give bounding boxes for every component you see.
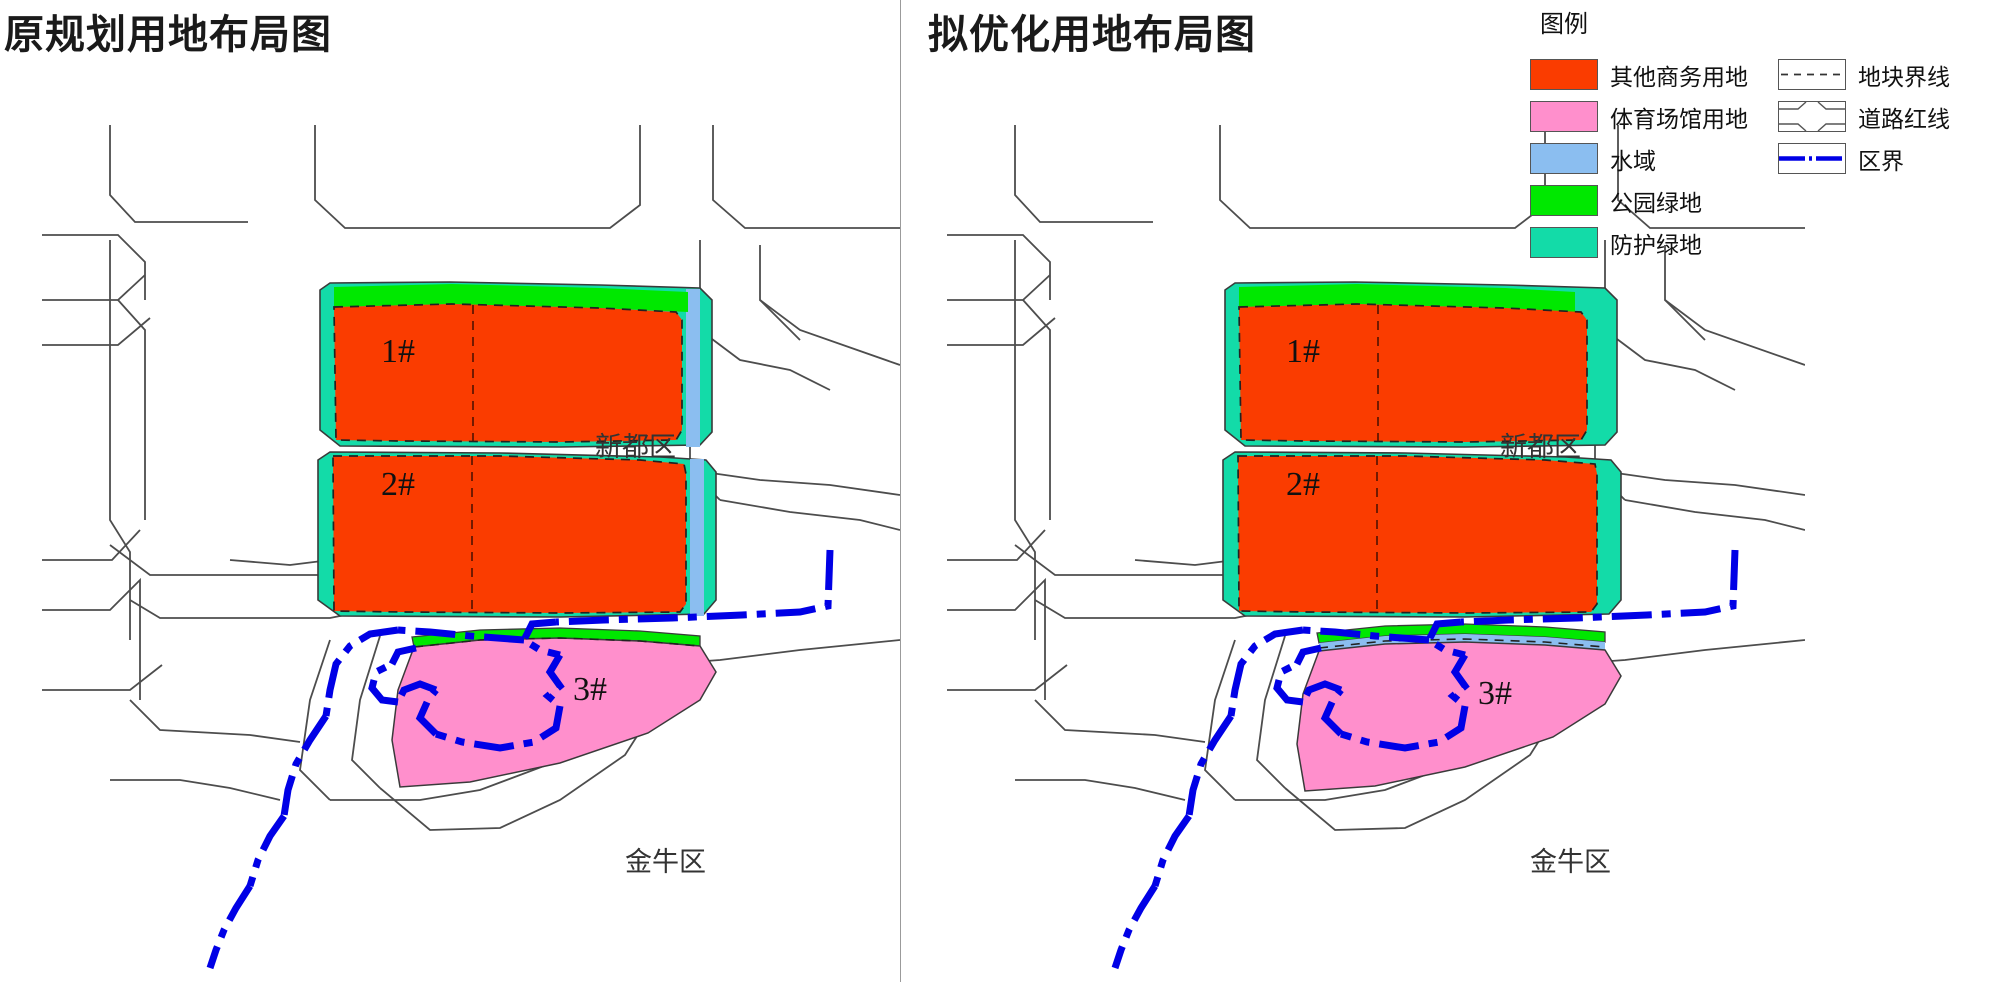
legend-swatch-buffer-green bbox=[1530, 227, 1598, 258]
dash-dot-district-line-icon bbox=[1778, 143, 1846, 174]
parcel-1-boundary-right bbox=[1238, 303, 1588, 443]
legend-item-road-redline[interactable]: 道路红线 bbox=[1778, 97, 2000, 136]
parcel-3-right[interactable]: 3# bbox=[1296, 623, 1622, 792]
legend-item-parcel-boundary[interactable]: 地块界线 bbox=[1778, 55, 2000, 94]
legend-item-park-green[interactable]: 公园绿地 bbox=[1530, 181, 1768, 220]
parcel-3-label-right: 3# bbox=[1478, 675, 1512, 712]
parcel-2-business-land-right bbox=[1238, 456, 1597, 613]
parcel-2-water-strip-left bbox=[690, 459, 704, 616]
legend-label-buffer-green: 防护绿地 bbox=[1610, 231, 1702, 258]
parcel-3-boundary-left bbox=[413, 637, 701, 648]
parcel-2-business-land-left bbox=[333, 456, 686, 613]
parcel-3-boundary-right bbox=[1318, 638, 1606, 649]
parcel-3-label-left: 3# bbox=[573, 671, 607, 708]
legend-label-water: 水域 bbox=[1610, 147, 1656, 174]
parcel-3-stadium-land-left bbox=[391, 637, 717, 788]
legend-fill-column: 其他商务用地 体育场馆用地 水域 公园绿地 防护绿地 bbox=[1530, 55, 1768, 265]
road-intersection-icon bbox=[1778, 101, 1846, 132]
parcel-1-left[interactable]: 1# bbox=[319, 281, 713, 448]
parcel-2-left[interactable]: 2# bbox=[317, 451, 717, 618]
parcel-1-label-right: 1# bbox=[1286, 333, 1320, 370]
parcel-1-right[interactable]: 1# bbox=[1224, 281, 1618, 448]
legend-swatch-stadium-land bbox=[1530, 101, 1598, 132]
panel-divider bbox=[900, 0, 901, 982]
parcel-2-label-right: 2# bbox=[1286, 466, 1320, 503]
district-boundary-left bbox=[206, 549, 834, 970]
parcel-2-right[interactable]: 2# bbox=[1222, 451, 1622, 618]
parcel-2-boundary-left bbox=[332, 455, 687, 614]
district-label-xindu-left: 新都区 bbox=[595, 432, 676, 462]
parcel-1-label-left: 1# bbox=[381, 333, 415, 370]
parcel-1-business-land-right bbox=[1239, 304, 1587, 442]
parcel-3-left[interactable]: 3# bbox=[391, 627, 717, 788]
legend-item-stadium-land[interactable]: 体育场馆用地 bbox=[1530, 97, 1768, 136]
legend-label-parcel-boundary: 地块界线 bbox=[1858, 63, 1950, 90]
district-boundary-right bbox=[1111, 549, 1739, 970]
district-label-xindu-right: 新都区 bbox=[1500, 432, 1581, 462]
parcel-1-boundary-left bbox=[333, 303, 683, 443]
legend-item-buffer-green[interactable]: 防护绿地 bbox=[1530, 223, 1768, 262]
legend-item-water[interactable]: 水域 bbox=[1530, 139, 1768, 178]
left-panel-title: 原规划用地布局图 bbox=[4, 13, 332, 57]
district-label-jinniu-right: 金牛区 bbox=[1530, 847, 1611, 877]
parcel-2-boundary-right bbox=[1237, 455, 1598, 614]
legend-item-business-land[interactable]: 其他商务用地 bbox=[1530, 55, 1768, 94]
legend-label-road-redline: 道路红线 bbox=[1858, 105, 1950, 132]
legend-swatch-business-land bbox=[1530, 59, 1598, 90]
legend-item-district-boundary[interactable]: 区界 bbox=[1778, 139, 2000, 178]
legend-line-column: 地块界线 道路红线 bbox=[1778, 55, 2000, 265]
legend-swatch-park-green bbox=[1530, 185, 1598, 216]
parcel-1-park-green-right bbox=[1239, 284, 1575, 312]
optimized-planning-map[interactable]: 1# 2# 3# bbox=[905, 0, 1805, 982]
parcel-3-stadium-land-right bbox=[1296, 641, 1622, 792]
dashed-parcel-boundary-icon bbox=[1778, 59, 1846, 90]
parcel-1-park-green-left bbox=[334, 284, 688, 312]
district-label-jinniu-left: 金牛区 bbox=[625, 847, 706, 877]
legend-panel: 图例 其他商务用地 体育场馆用地 水域 公园绿地 bbox=[1530, 4, 2000, 304]
legend-label-business-land: 其他商务用地 bbox=[1610, 63, 1748, 90]
parcel-1-water-strip-left bbox=[686, 289, 700, 447]
original-planning-map[interactable]: 1# 2# 3# bbox=[0, 0, 900, 982]
legend-swatch-water bbox=[1530, 143, 1598, 174]
legend-label-district-boundary: 区界 bbox=[1858, 147, 1904, 174]
legend-label-stadium-land: 体育场馆用地 bbox=[1610, 105, 1748, 132]
parcel-1-business-land-left bbox=[334, 304, 682, 442]
right-panel-title: 拟优化用地布局图 bbox=[928, 13, 1256, 57]
legend-label-park-green: 公园绿地 bbox=[1610, 189, 1702, 216]
parcel-2-label-left: 2# bbox=[381, 466, 415, 503]
legend-title: 图例 bbox=[1540, 11, 1588, 38]
